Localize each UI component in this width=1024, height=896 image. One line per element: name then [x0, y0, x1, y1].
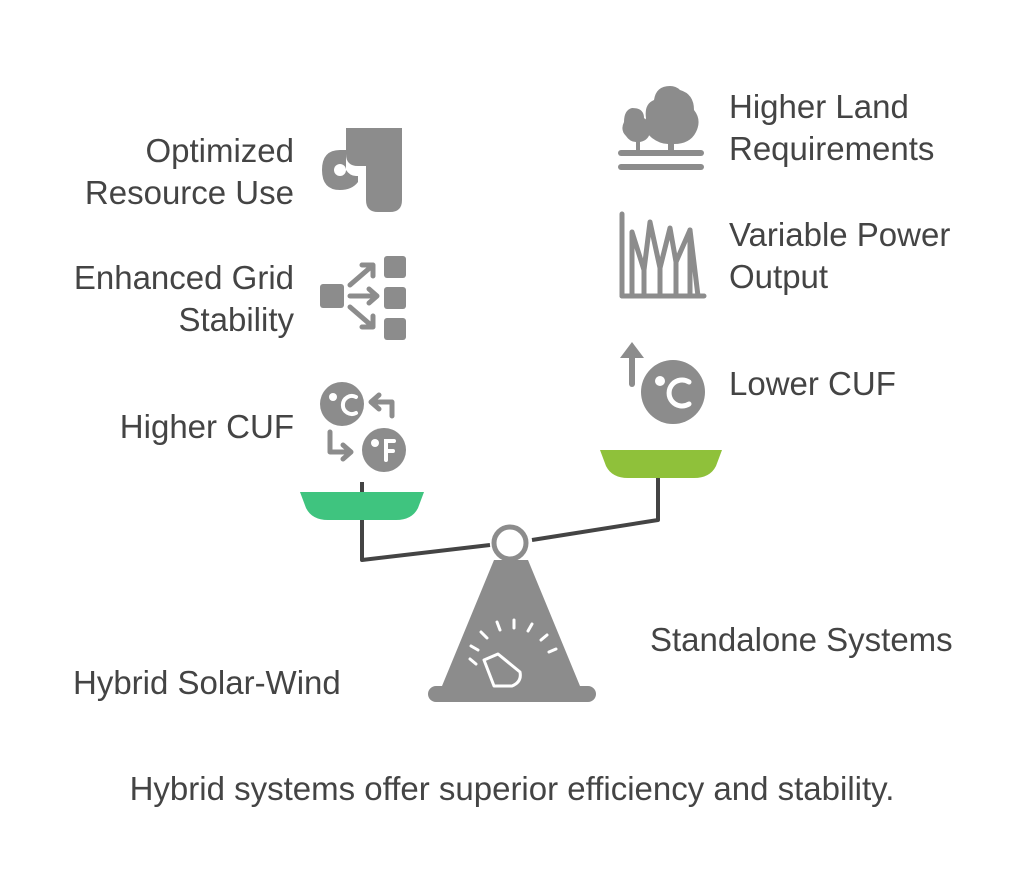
right-pan: [600, 450, 722, 478]
label-hybrid-solar-wind: Hybrid Solar-Wind: [73, 664, 341, 701]
temperature-cycle-icon: [320, 382, 406, 472]
label-variable-power-output: Variable Power Output: [729, 216, 951, 295]
label-optimized-resource-use: Optimized Resource Use: [84, 132, 294, 211]
summary-text: Hybrid systems offer superior efficiency…: [129, 770, 895, 807]
gauge-icon: [468, 618, 558, 666]
scale-beam-right: [531, 470, 660, 542]
fluctuating-bars-icon: [619, 211, 707, 299]
scale-base: [428, 686, 596, 702]
label-enhanced-grid-stability: Enhanced Grid Stability: [73, 259, 294, 338]
label-standalone-systems: Standalone Systems: [650, 621, 953, 658]
left-pan: [300, 492, 424, 520]
label-higher-land-requirements: Higher Land Requirements: [729, 88, 935, 167]
scale-stand: [442, 560, 580, 686]
label-higher-cuf: Higher CUF: [119, 408, 294, 445]
puzzle-pieces-icon: [322, 128, 402, 212]
gauge-needle: [482, 652, 522, 688]
distribution-network-icon: [320, 256, 406, 340]
scale-pivot: [491, 524, 529, 562]
label-lower-cuf: Lower CUF: [729, 365, 896, 402]
temperature-rise-icon: [620, 342, 705, 424]
trees-landscape-icon: [618, 86, 704, 170]
